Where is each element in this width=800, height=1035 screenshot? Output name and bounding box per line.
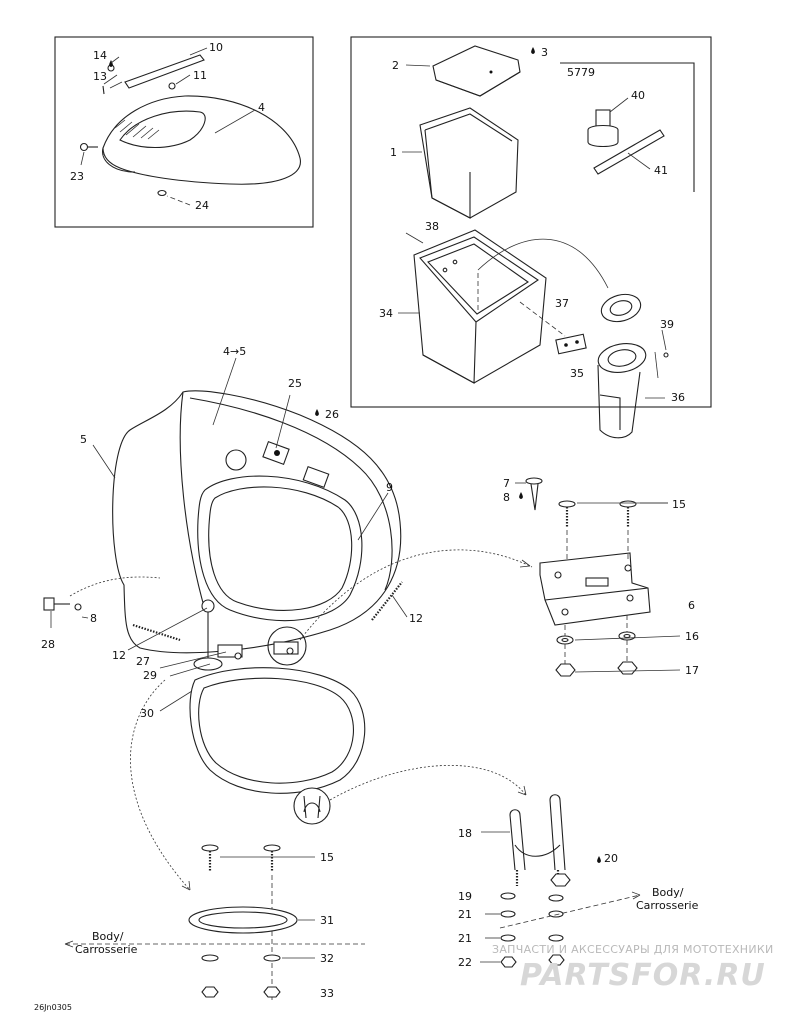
callout-8-right: 8 bbox=[503, 491, 510, 504]
callout-14: 14 bbox=[93, 49, 107, 62]
callout-8-left: 8 bbox=[90, 612, 97, 625]
small-screws bbox=[79, 64, 176, 197]
callout-9: 9 bbox=[386, 481, 393, 494]
bracket-washers-nuts bbox=[555, 615, 638, 677]
callout-3: 3 bbox=[541, 46, 548, 59]
callout-11: 11 bbox=[193, 69, 207, 82]
body-label-right-line1: Body/ bbox=[652, 886, 684, 899]
inner-bin bbox=[419, 107, 519, 219]
callout-32: 32 bbox=[320, 952, 334, 965]
windshield-small-part bbox=[102, 95, 301, 185]
watermark-tagline: ЗАПЧАСТИ И АКСЕССУАРЫ ДЛЯ МОТОТЕХНИКИ bbox=[492, 943, 774, 956]
callout-1: 1 bbox=[390, 146, 397, 159]
watermark-brand: PARTSFOR.RU bbox=[520, 958, 766, 993]
windshield-window bbox=[197, 475, 363, 622]
storage-box-detail-frame bbox=[350, 36, 712, 408]
mounting-bracket bbox=[539, 552, 651, 626]
foam-strip bbox=[132, 581, 403, 642]
tool-kit-frame bbox=[560, 62, 695, 192]
callout-10: 10 bbox=[209, 41, 223, 54]
callout-18: 18 bbox=[458, 827, 472, 840]
callout-41: 41 bbox=[654, 164, 668, 177]
callout-15-bottom: 15 bbox=[320, 851, 334, 864]
callout-4-5: 4→5 bbox=[223, 345, 246, 358]
oil-drop-icon bbox=[519, 492, 523, 499]
body-label-left-line2: Carrosserie bbox=[75, 943, 138, 956]
hinge-brackets bbox=[217, 641, 299, 660]
callout-27: 27 bbox=[136, 655, 150, 668]
tool-handle bbox=[587, 109, 619, 148]
bin-cap-assembly bbox=[597, 343, 647, 439]
callout-31: 31 bbox=[320, 914, 334, 927]
callout-7: 7 bbox=[503, 477, 510, 490]
tool-rod bbox=[593, 129, 665, 175]
callout-24: 24 bbox=[195, 199, 209, 212]
callout-25: 25 bbox=[288, 377, 302, 390]
callout-37: 37 bbox=[555, 297, 569, 310]
diagram-code: 26Jn0305 bbox=[34, 1003, 72, 1012]
windshield-trim bbox=[109, 54, 205, 89]
callout-40: 40 bbox=[631, 89, 645, 102]
callout-2: 2 bbox=[392, 59, 399, 72]
callout-4-top: 4 bbox=[258, 101, 265, 114]
storage-box bbox=[413, 229, 547, 384]
bottom-screws bbox=[201, 844, 281, 1000]
mount-hole bbox=[225, 449, 247, 471]
lower-frame bbox=[189, 667, 366, 794]
storage-lid bbox=[432, 45, 521, 97]
latch-plate bbox=[555, 333, 587, 355]
windshield-detail-frame bbox=[54, 36, 314, 228]
u-clip bbox=[509, 794, 566, 886]
callout-28: 28 bbox=[41, 638, 55, 651]
side-screw bbox=[43, 597, 82, 611]
callout-21-top: 21 bbox=[458, 908, 472, 921]
body-label-right-line2: Carrosserie bbox=[636, 899, 699, 912]
callout-19: 19 bbox=[458, 890, 472, 903]
callout-16: 16 bbox=[685, 630, 699, 643]
callout-5: 5 bbox=[80, 433, 87, 446]
callout-38: 38 bbox=[425, 220, 439, 233]
oil-drop-icon bbox=[531, 47, 535, 54]
gasket-ring bbox=[188, 906, 298, 934]
callout-39: 39 bbox=[660, 318, 674, 331]
callout-6: 6 bbox=[688, 599, 695, 612]
callout-36: 36 bbox=[671, 391, 685, 404]
callout-12-right: 12 bbox=[409, 612, 423, 625]
callout-15-top: 15 bbox=[672, 498, 686, 511]
bottom-washers-nuts bbox=[201, 954, 281, 998]
callout-22: 22 bbox=[458, 956, 472, 969]
round-seal bbox=[600, 293, 642, 323]
callout-21-bottom: 21 bbox=[458, 932, 472, 945]
callout-35: 35 bbox=[570, 367, 584, 380]
kit-label: 5779 bbox=[567, 66, 595, 79]
callout-26: 26 bbox=[325, 408, 339, 421]
bracket-screws bbox=[525, 477, 637, 560]
detail-circle bbox=[267, 626, 307, 666]
clip-hardware bbox=[500, 873, 571, 968]
callout-12-left: 12 bbox=[112, 649, 126, 662]
decal-small bbox=[262, 441, 330, 489]
callout-13: 13 bbox=[93, 70, 107, 83]
oil-drop-icon bbox=[315, 409, 319, 416]
callout-33: 33 bbox=[320, 987, 334, 1000]
callout-23: 23 bbox=[70, 170, 84, 183]
oil-drop-icon bbox=[597, 856, 601, 863]
callout-17: 17 bbox=[685, 664, 699, 677]
callout-29: 29 bbox=[143, 669, 157, 682]
callout-30: 30 bbox=[140, 707, 154, 720]
clip-detail bbox=[293, 787, 331, 825]
callout-20: 20 bbox=[604, 852, 618, 865]
callout-34: 34 bbox=[379, 307, 393, 320]
body-label-left-line1: Body/ bbox=[92, 930, 124, 943]
oil-drop-icon bbox=[109, 60, 113, 67]
